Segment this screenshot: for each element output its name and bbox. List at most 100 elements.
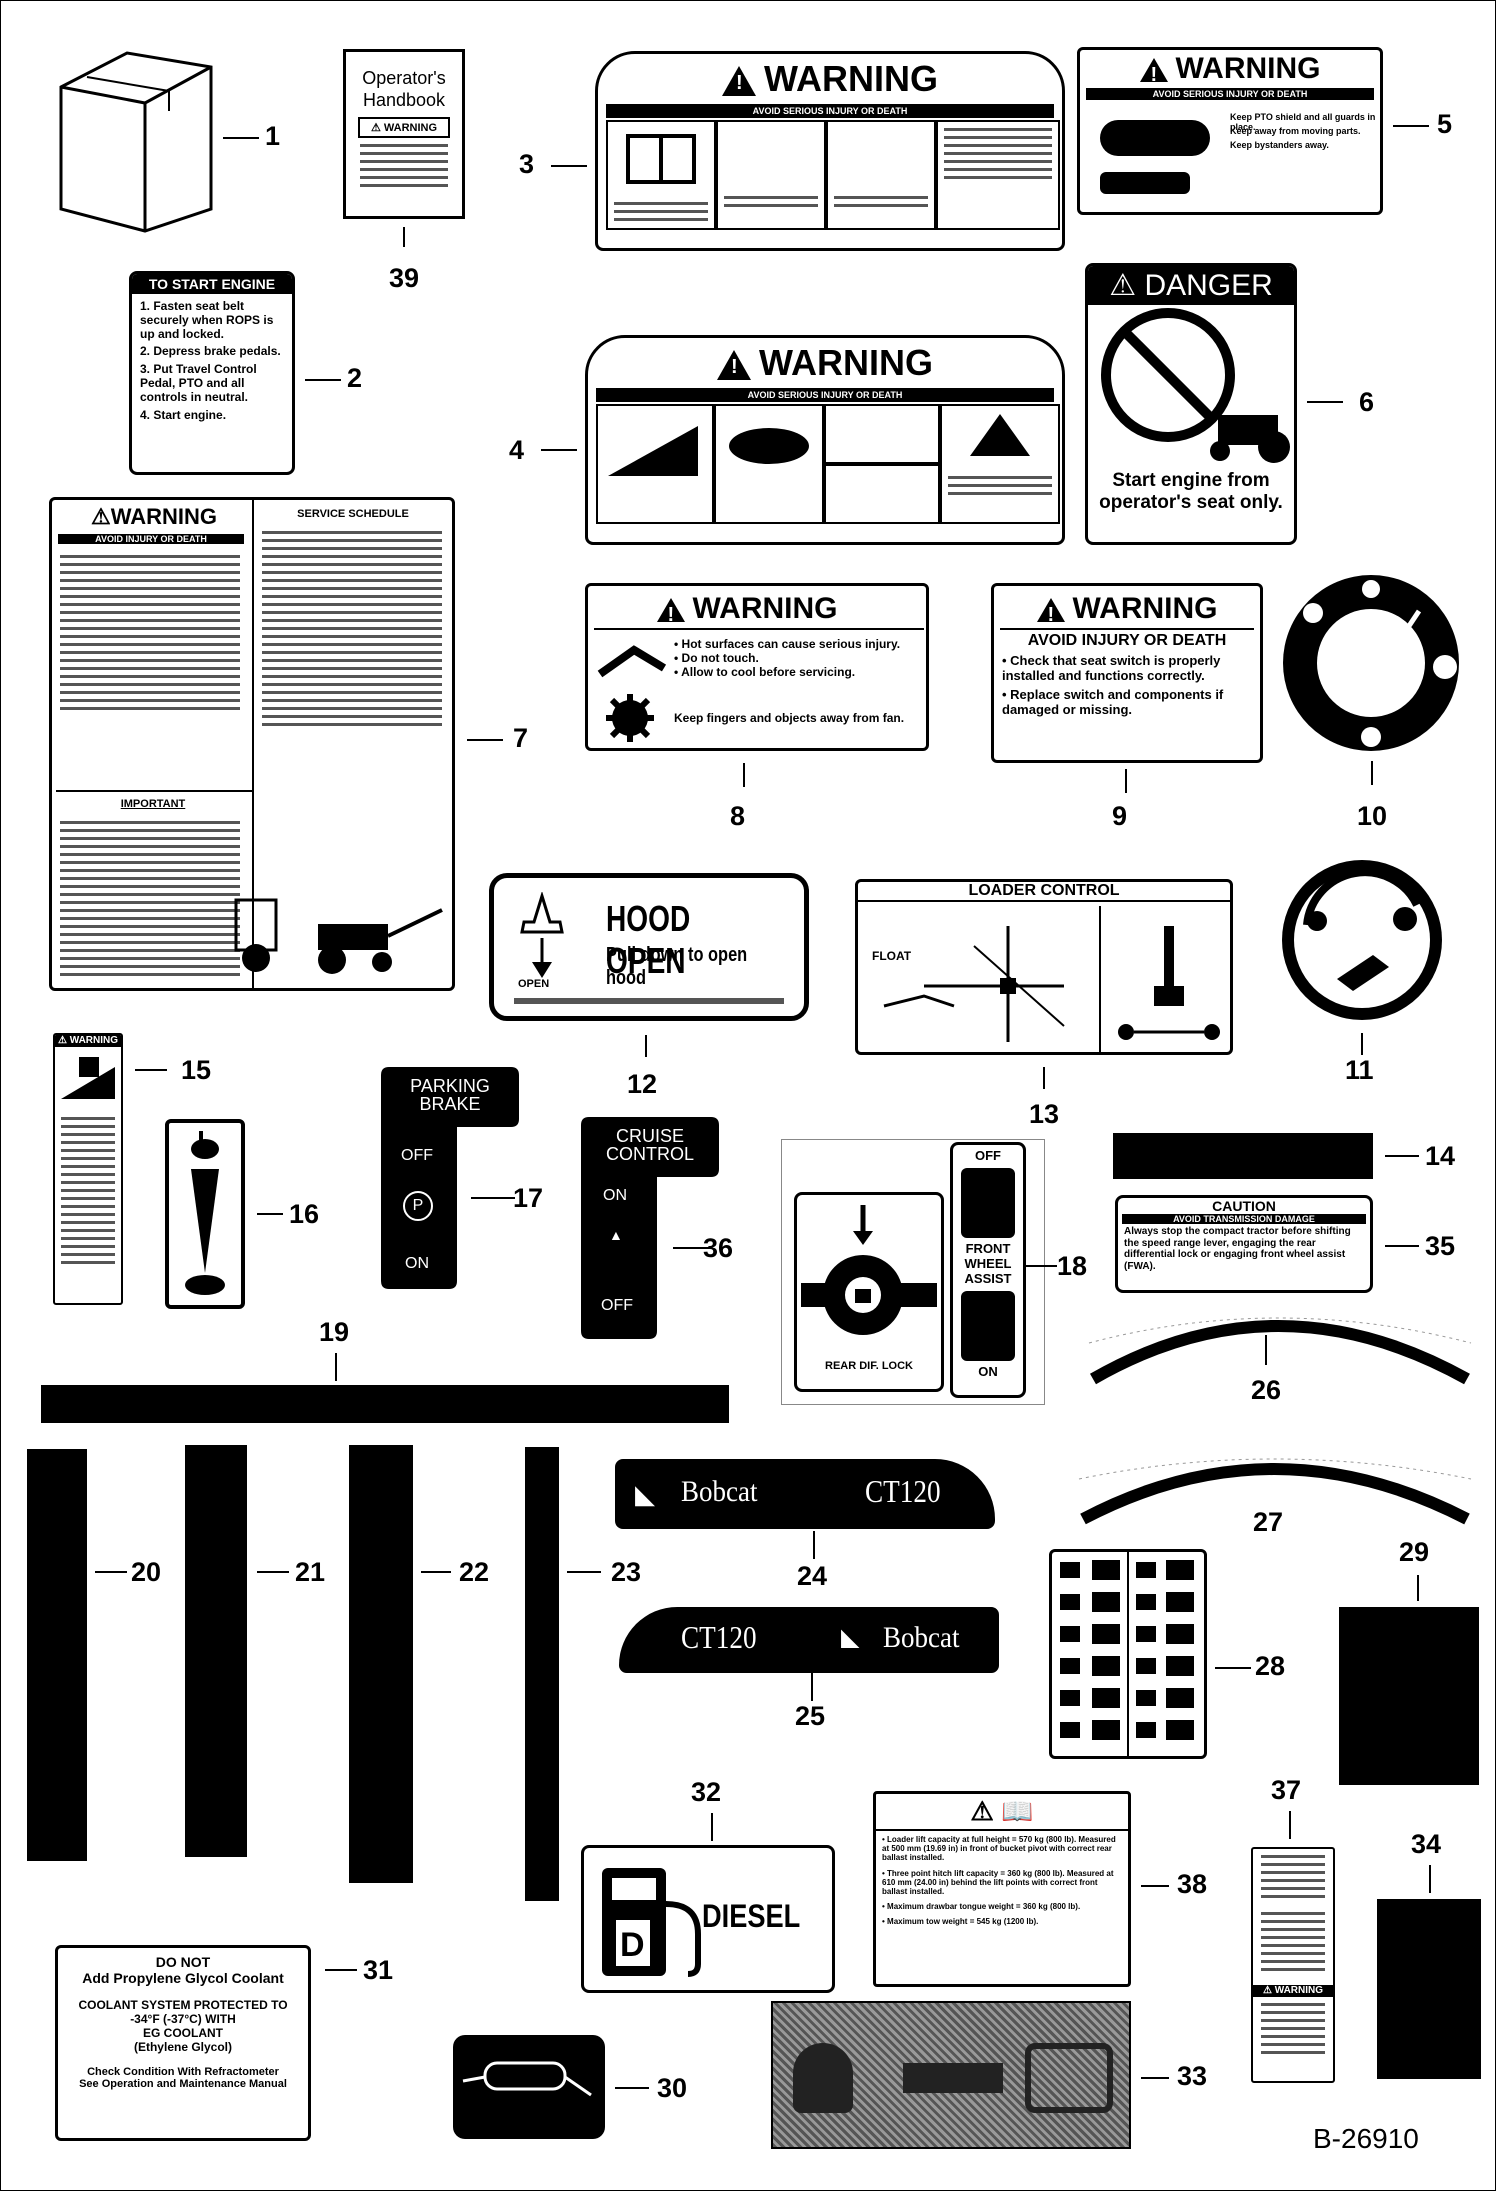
leader-line	[1289, 1811, 1291, 1839]
decal-30-muffler	[453, 2035, 605, 2139]
callout-34: 34	[1411, 1829, 1442, 1859]
decal-35-text: Always stop the compact tractor before s…	[1124, 1226, 1351, 1272]
decal-36-title-1: CRUISE	[615, 1126, 684, 1146]
callout-32: 32	[691, 1777, 722, 1807]
decal-6-title: DANGER	[1144, 269, 1273, 302]
callout-24: 24	[797, 1561, 828, 1591]
decal-25-model: CT120	[681, 1619, 757, 1655]
decal-9-warning-seat: WARNING AVOID INJURY OR DEATH • Check th…	[991, 583, 1263, 763]
fuel-pump-icon	[602, 1868, 701, 1977]
callout-30: 30	[657, 2073, 688, 2103]
leader-line	[615, 2087, 649, 2089]
decal-11-pto-icon	[1282, 860, 1442, 1020]
decal-38-line-3: • Maximum drawbar tongue weight = 360 kg…	[882, 1902, 1081, 1912]
decal-17-parking-brake: PARKING BRAKE OFF P ON	[381, 1067, 519, 1289]
decal-36-title-2: CONTROL	[605, 1144, 694, 1164]
callout-39: 39	[389, 263, 420, 293]
leader-line	[551, 165, 587, 167]
leader-line	[1265, 1335, 1267, 1365]
decal-29-black-patch	[1339, 1607, 1479, 1785]
leader-line	[811, 1673, 813, 1701]
decal-32-diesel: D DIESEL	[581, 1845, 835, 1993]
decal-2-step-2: 2. Depress brake pedals.	[140, 344, 281, 359]
leader-line	[403, 227, 405, 247]
decal-8-warning-hot: WARNING • Hot surfaces can cause serious…	[585, 583, 929, 751]
decal-27-arc-stripe	[1078, 1458, 1472, 1525]
decal-18-rear-dif-lock: REAR DIF. LOCK	[825, 1360, 913, 1372]
decal-37-rops-strip: ⚠ WARNING	[1251, 1847, 1335, 2083]
decal-9-title: WARNING	[1072, 592, 1218, 625]
decal-31-line-8: See Operation and Maintenance Manual	[79, 2078, 287, 2090]
callout-6: 6	[1359, 387, 1375, 417]
leader-line	[1429, 1865, 1431, 1893]
callout-7: 7	[513, 723, 529, 753]
callout-29: 29	[1399, 1537, 1430, 1567]
decal-2-step-1: 1. Fasten seat belt securely when ROPS i…	[140, 299, 274, 341]
callout-9: 9	[1112, 801, 1128, 831]
leader-line	[1385, 1155, 1419, 1157]
decal-8-title: WARNING	[692, 592, 838, 625]
handbook-warning-badge: ⚠ WARNING	[358, 117, 450, 139]
decal-38-capacity: ⚠ 📖 • Loader lift capacity at full heigh…	[873, 1791, 1131, 1987]
figure-id: B-26910	[1313, 2123, 1419, 2154]
fwa-off-icon	[961, 1167, 1015, 1238]
leader-line	[1417, 1575, 1419, 1601]
decal-2-step-4: 4. Start engine.	[140, 407, 227, 422]
handbook-warning-text: WARNING	[383, 122, 438, 135]
entanglement-icon	[1100, 120, 1210, 156]
decal-12-open-label: OPEN	[518, 978, 550, 990]
tractor-icon	[1100, 172, 1190, 194]
decal-36-cruise-control: CRUISE CONTROL ON ▲ OFF	[581, 1117, 719, 1339]
leader-line	[471, 1197, 515, 1199]
decal-18-on: ON	[978, 1363, 998, 1379]
decal-35-caution: CAUTION AVOID TRANSMISSION DAMAGE Always…	[1115, 1195, 1373, 1293]
callout-19: 19	[319, 1317, 350, 1347]
warning-triangle-icon	[717, 350, 751, 381]
decal-18-diff-lock-fwa: REAR DIF. LOCK OFF FRONT WHEEL ASSIST ON	[781, 1139, 1045, 1405]
decal-24-model: CT120	[865, 1473, 941, 1509]
decal-13-loader-control: LOADER CONTROL FLOAT	[855, 879, 1233, 1055]
bobcat-logo-icon: ◣	[841, 1624, 860, 1651]
decal-31-line-1: DO NOT	[155, 1954, 211, 1970]
diff-lock-icon	[801, 1205, 937, 1335]
decal-2-step-3: 3. Put Travel Control Pedal, PTO and all…	[140, 362, 257, 404]
decal-38-line-4: • Maximum tow weight = 545 kg (1200 lb).	[882, 1917, 1039, 1927]
callout-26: 26	[1251, 1375, 1282, 1405]
decal-9-subtitle: AVOID INJURY OR DEATH	[1027, 632, 1227, 649]
decal-17-on: ON	[405, 1255, 429, 1272]
decal-25-brand: Bobcat	[883, 1621, 960, 1654]
warning-triangle-icon	[1036, 598, 1065, 627]
decal-2-title: TO START ENGINE	[132, 274, 292, 294]
callout-11: 11	[1345, 1055, 1374, 1085]
decal-8-line-2: • Do not touch.	[674, 651, 759, 665]
decal-7-header: ⚠WARNING	[90, 504, 218, 529]
rear-diff-lock-decal: REAR DIF. LOCK	[794, 1192, 944, 1392]
decal-7-service-schedule: SERVICE SCHEDULE	[297, 508, 409, 520]
decal-12-title: HOOD OPEN	[606, 898, 691, 981]
decal-15-warning-strip: ⚠ WARNING	[53, 1033, 123, 1305]
muffler-icon	[462, 2061, 592, 2097]
decal-31-line-5: EG COOLANT	[143, 2026, 223, 2040]
decal-17-p: P	[412, 1197, 424, 1214]
decal-25-ct120-bobcat: CT120 ◣ Bobcat	[619, 1607, 999, 1673]
callout-1: 1	[265, 121, 281, 151]
callout-13: 13	[1029, 1099, 1060, 1129]
callout-14: 14	[1425, 1141, 1456, 1171]
decal-31-line-7: Check Condition With Refractometer	[87, 2066, 279, 2078]
leader-line	[1125, 769, 1127, 793]
decal-6-header: ⚠ DANGER	[1088, 266, 1294, 305]
no-start-from-ground-icon	[1101, 308, 1290, 463]
leader-line	[95, 1571, 127, 1573]
panel-icon	[903, 2063, 1003, 2093]
decal-7-warning-service: ⚠WARNING AVOID INJURY OR DEATH SERVICE S…	[49, 497, 455, 991]
decal-31-line-3: COOLANT SYSTEM PROTECTED TO	[78, 1998, 288, 2012]
decal-22-black-stripe	[349, 1445, 413, 1883]
decal-36-on: ON	[603, 1187, 627, 1204]
decal-24-brand: Bobcat	[681, 1475, 758, 1508]
decal-18-assist: ASSIST	[964, 1270, 1012, 1286]
decal-32-diesel-text: DIESEL	[702, 1898, 801, 1934]
callout-18: 18	[1057, 1251, 1088, 1281]
decal-5-line-2: Keep away from moving parts.	[1230, 126, 1361, 136]
callout-35: 35	[1425, 1231, 1456, 1261]
decal-5-line-3: Keep bystanders away.	[1230, 140, 1329, 150]
